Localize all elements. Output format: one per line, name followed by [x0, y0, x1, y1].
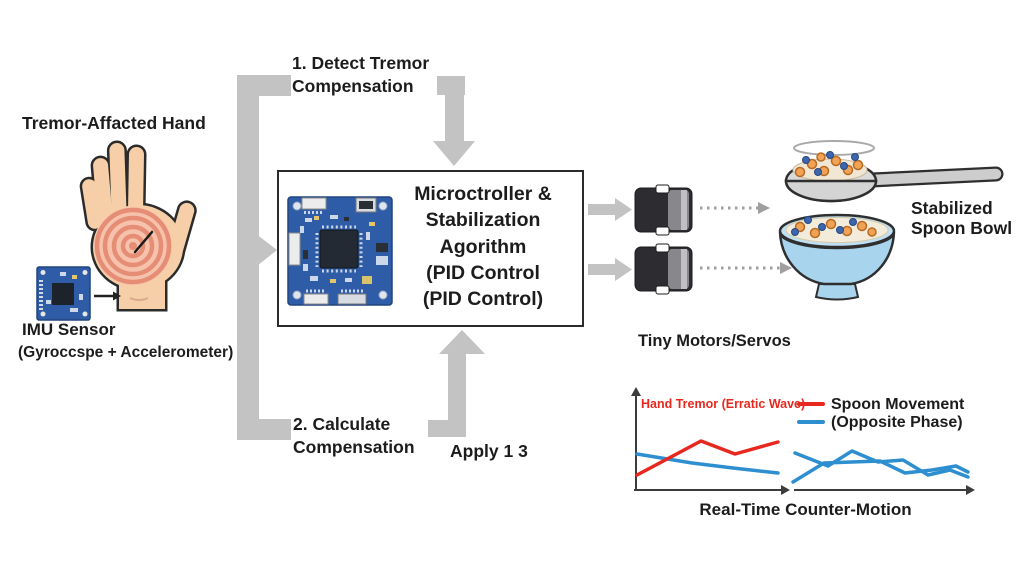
- cereal-bowl-icon: [778, 213, 896, 301]
- motor-to-bowl-dashed-arrow: [700, 262, 792, 274]
- tremor-hand-icon: [79, 140, 197, 312]
- step1-label: 1. Detect Tremor Compensation: [292, 53, 430, 96]
- chart-annotation: Hand Tremor (Erratic Wave): [641, 397, 806, 411]
- motion-ellipse-icon: [793, 140, 875, 156]
- imu-sensor-sublabel: (Gyroccspe + Accelerometer): [18, 344, 234, 361]
- imu-to-hand-arrow-icon: [94, 291, 121, 301]
- legend-row-spoon-movement: Spoon Movement: [797, 396, 964, 414]
- flow-arrow-down-icon: [433, 141, 475, 166]
- flow-arrow-into-controller-icon: [247, 227, 277, 274]
- arrow-to-motor2-shaft: [588, 264, 615, 275]
- flow-connector-arrows: [237, 75, 632, 440]
- servo-motor-icon: [634, 243, 693, 295]
- flow-bracket-top-arm: [237, 75, 291, 96]
- legend-label: Spoon Movement: [831, 396, 965, 413]
- imu-board-icon: [36, 266, 91, 321]
- output-label: Stabilized Spoon Bowl: [911, 198, 1013, 238]
- arrow-to-motor1-shaft: [588, 204, 615, 215]
- flow-arrow-up-icon: [439, 330, 485, 354]
- flow-elbow-bottom-vertical: [448, 352, 466, 437]
- chart-caption: Real-Time Counter-Motion: [699, 500, 912, 519]
- controller-box: [277, 170, 584, 327]
- apply-label: Apply 1 3: [450, 441, 528, 461]
- counter-motion-line-b: [791, 459, 970, 484]
- arrow-to-motor1-head: [615, 198, 632, 221]
- cereal-bits: [791, 216, 877, 239]
- controller-box-label: Microctroller & Stabilization Agorithm (…: [414, 183, 552, 311]
- flow-elbow-top-vertical: [445, 76, 464, 142]
- flow-bracket-bottom-arm: [237, 419, 291, 440]
- microcontroller-pcb-icon: [287, 196, 393, 306]
- tremor-chart: [631, 387, 790, 495]
- legend-label: (Opposite Phase): [831, 414, 963, 431]
- motor-to-spoon-dashed-arrow: [700, 202, 770, 214]
- legend-row-opposite-phase: (Opposite Phase): [797, 414, 963, 432]
- imu-sensor-label: IMU Sensor: [22, 320, 116, 339]
- servo-motor-icon: [634, 184, 693, 236]
- counter-motion-chart: [791, 449, 975, 495]
- hand-tremor-line: [635, 439, 780, 477]
- legend-blue-dash-icon: [797, 419, 825, 424]
- motors-label: Tiny Motors/Servos: [638, 332, 791, 350]
- cereal-spoon-icon: [784, 151, 1004, 203]
- cereal-bits: [794, 151, 864, 178]
- legend-red-dash-icon: [797, 401, 825, 406]
- tremor-spiral-icon: [94, 207, 172, 285]
- step2-label: 2. Calculate Compensation: [293, 414, 415, 458]
- arrow-to-motor2-head: [615, 258, 632, 281]
- hand-title: Tremor-Affacted Hand: [22, 113, 206, 133]
